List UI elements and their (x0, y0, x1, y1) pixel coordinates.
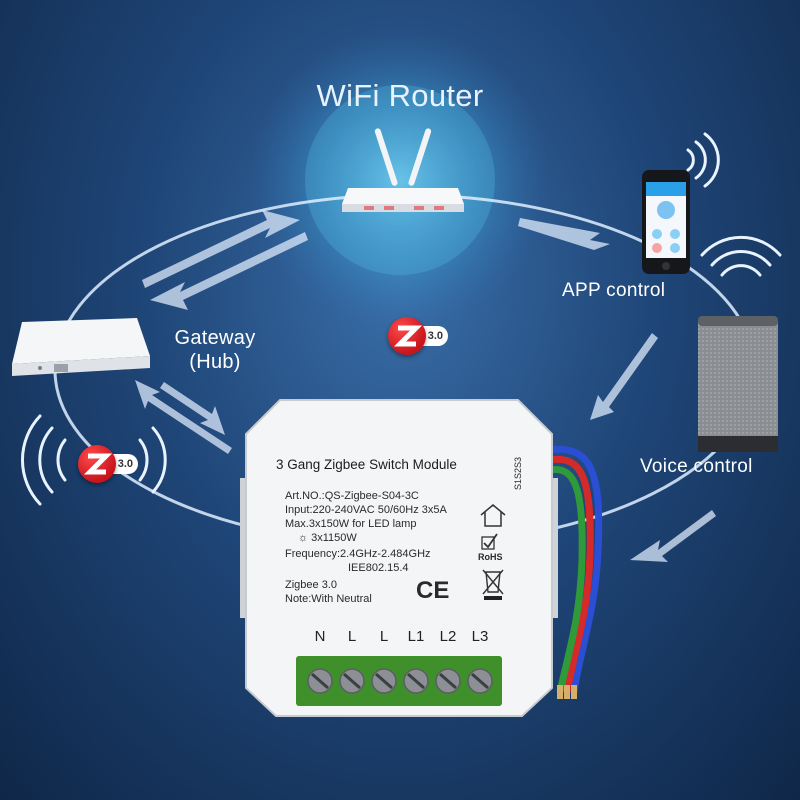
zigbee-badge: 3.0 (388, 317, 450, 357)
module-zigbee: Zigbee 3.0 (285, 579, 337, 591)
terminal-label: L1 (407, 628, 425, 645)
router-label: WiFi Router (316, 78, 484, 113)
module-lamp-value: 3x1150W (311, 532, 357, 544)
screw-slot (375, 672, 393, 690)
screw-slot (471, 672, 489, 690)
phone-waves (686, 132, 720, 188)
terminal-label: L (347, 628, 357, 645)
module-art-no: Art.NO.:QS-Zigbee-S04-3C (285, 490, 419, 502)
terminal-label: L (379, 628, 389, 645)
gateway-label-line2: (Hub) (189, 351, 241, 373)
module-note: Note:With Neutral (285, 593, 372, 605)
module-serial: S1S2S3 (513, 456, 523, 490)
wires (549, 445, 603, 699)
screw-slot (439, 672, 457, 690)
checkbox-icon (481, 533, 498, 550)
app-control-label: APP control (562, 280, 666, 301)
zigbee-badge: 3.0 (78, 445, 140, 485)
terminal-label: L3 (471, 628, 489, 645)
zigbee-icon (78, 445, 116, 483)
house-icon (480, 504, 506, 527)
gateway-waves (21, 414, 167, 506)
phone-icon (642, 170, 690, 274)
arrow-gateway-module (135, 380, 232, 454)
arrow-voice-module (630, 510, 716, 562)
screw-slot (407, 672, 425, 690)
arrow-router-app (518, 218, 610, 250)
speaker-icon (698, 316, 778, 452)
module-title: 3 Gang Zigbee Switch Module (276, 457, 457, 472)
zigbee-icon (388, 317, 426, 355)
switch-module: 3 Gang Zigbee Switch Module Art.NO.:QS-Z… (240, 398, 558, 718)
module-body (240, 399, 558, 717)
arrow-router-gateway (142, 210, 308, 310)
module-frequency: Frequency:2.4GHz-2.484GHz (285, 548, 431, 560)
bulb-icon: ☼ (298, 532, 312, 544)
router-glow (250, 30, 550, 330)
gateway-label-line1: Gateway (174, 327, 256, 349)
arrow-app-module (590, 333, 658, 420)
router-glow-ring (305, 85, 495, 275)
terminal-label: L2 (439, 628, 457, 645)
module-iee: IEE802.15.4 (348, 562, 409, 574)
module-max: Max.3x150W for LED lamp (285, 518, 417, 530)
module-input: Input:220-240VAC 50/60Hz 3x5A (285, 504, 447, 516)
weee-bin-icon (482, 569, 504, 600)
module-lamp: ☼ 3x1150W (298, 532, 357, 545)
screw-slot (343, 672, 361, 690)
terminal-label: N (314, 628, 326, 645)
gateway-icon (12, 318, 150, 376)
gateway-label: Gateway (Hub) (160, 326, 270, 374)
speaker-waves (700, 235, 782, 277)
rohs-mark: RoHS (478, 552, 503, 562)
router-icon (342, 128, 464, 212)
voice-control-label: Voice control (640, 456, 753, 477)
ce-icon: CE (416, 577, 450, 604)
screw-slot (311, 672, 329, 690)
